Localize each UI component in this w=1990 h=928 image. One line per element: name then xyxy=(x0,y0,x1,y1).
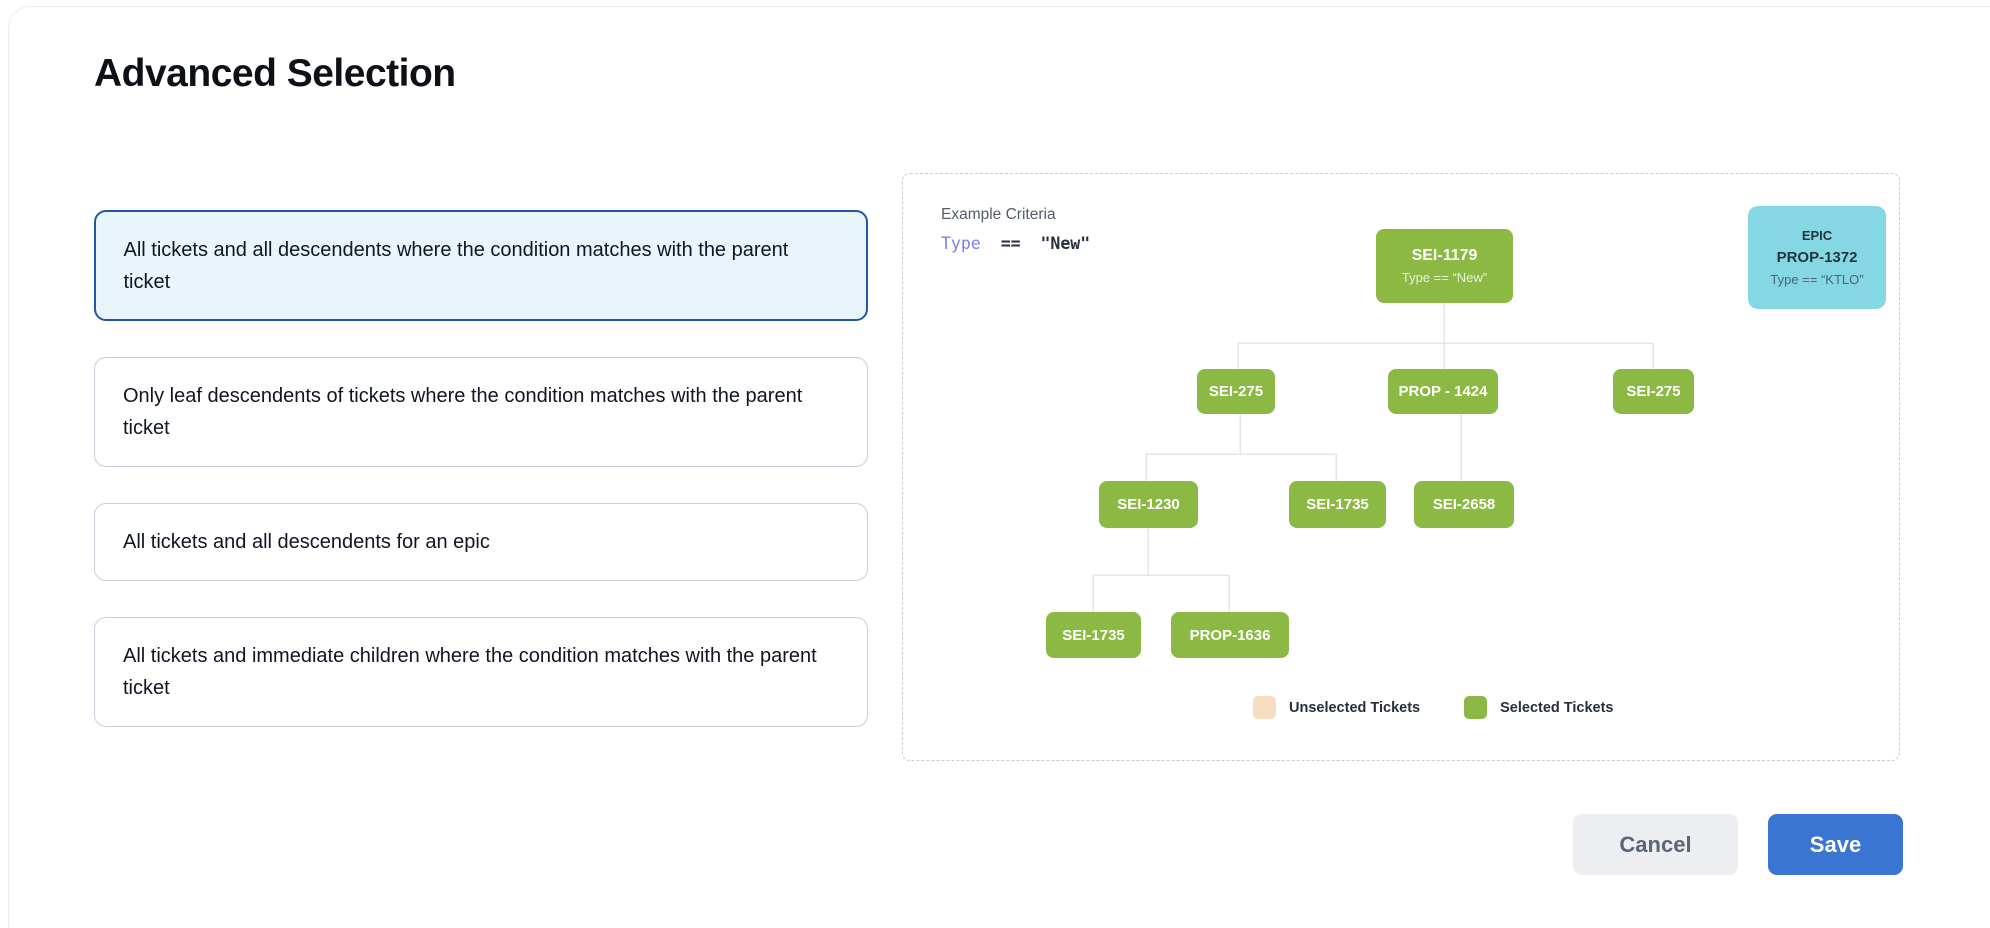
epic-card-id: PROP-1372 xyxy=(1776,249,1858,266)
legend-label: Unselected Tickets xyxy=(1289,699,1421,716)
tree-node-label: SEI-1735 xyxy=(1062,626,1125,644)
criteria-value: "New" xyxy=(1040,234,1091,253)
tree-node: SEI-1230 xyxy=(1099,481,1198,528)
criteria-field: Type xyxy=(941,234,981,253)
example-criteria-heading: Example Criteria xyxy=(941,206,1056,223)
tree-node-label: SEI-1179 xyxy=(1411,247,1478,264)
epic-card: EPIC PROP-1372 Type == “KTLO” xyxy=(1748,206,1886,309)
tree-node: SEI-275 xyxy=(1613,369,1694,414)
tree-node: SEI-1735 xyxy=(1046,612,1141,658)
cancel-button[interactable]: Cancel xyxy=(1573,814,1738,875)
option-label: All tickets and all descendents for an e… xyxy=(123,531,490,553)
tree-node: PROP - 1424 xyxy=(1388,369,1498,414)
tree-node-label: SEI-1230 xyxy=(1117,496,1180,513)
criteria-operator: == xyxy=(1000,234,1021,253)
tree-node-label: SEI-2658 xyxy=(1432,496,1496,513)
epic-card-type: EPIC xyxy=(1801,228,1833,243)
option-list: All tickets and all descendents where th… xyxy=(94,210,868,727)
option-all-descendents-epic[interactable]: All tickets and all descendents for an e… xyxy=(94,503,868,581)
example-diagram-panel: Example Criteria Type == "New" EPIC PROP… xyxy=(902,173,1900,761)
save-button[interactable]: Save xyxy=(1768,814,1903,875)
tree-connector-lines xyxy=(1092,303,1654,612)
tree-node-label: PROP-1636 xyxy=(1189,626,1271,644)
tree-node: SEI-275 xyxy=(1197,369,1275,414)
tree-node-label: SEI-275 xyxy=(1626,383,1681,400)
tree-node: SEI-1735 xyxy=(1289,481,1386,528)
legend-label: Selected Tickets xyxy=(1500,699,1614,716)
option-label: All tickets and all descendents where th… xyxy=(123,238,789,293)
unselected-tickets-swatch xyxy=(1253,696,1276,719)
epic-card-criteria: Type == “KTLO” xyxy=(1770,272,1864,287)
option-immediate-children-condition[interactable]: All tickets and immediate children where… xyxy=(94,617,868,727)
legend-item-selected: Selected Tickets xyxy=(1464,696,1614,719)
tree-node-label: SEI-1735 xyxy=(1306,496,1369,513)
selected-tickets-swatch xyxy=(1464,696,1488,719)
option-label: Only leaf descendents of tickets where t… xyxy=(123,385,803,439)
tree-node-root: SEI-1179 Type == “New” xyxy=(1376,229,1513,303)
tree-node: PROP-1636 xyxy=(1171,612,1289,658)
option-leaf-descendents-condition[interactable]: Only leaf descendents of tickets where t… xyxy=(94,357,868,467)
legend-item-unselected: Unselected Tickets xyxy=(1253,696,1420,719)
option-all-descendents-condition[interactable]: All tickets and all descendents where th… xyxy=(94,210,868,321)
tree-node-label: PROP - 1424 xyxy=(1398,383,1488,400)
tree-node: SEI-2658 xyxy=(1414,481,1514,528)
tree-node-subtitle: Type == “New” xyxy=(1401,270,1488,285)
page-title: Advanced Selection xyxy=(94,52,456,95)
legend: Unselected Tickets Selected Tickets xyxy=(1253,696,1614,719)
option-label: All tickets and immediate children where… xyxy=(123,645,817,699)
tree-node-label: SEI-275 xyxy=(1208,383,1264,400)
example-criteria-expression: Type == "New" xyxy=(941,234,1090,253)
